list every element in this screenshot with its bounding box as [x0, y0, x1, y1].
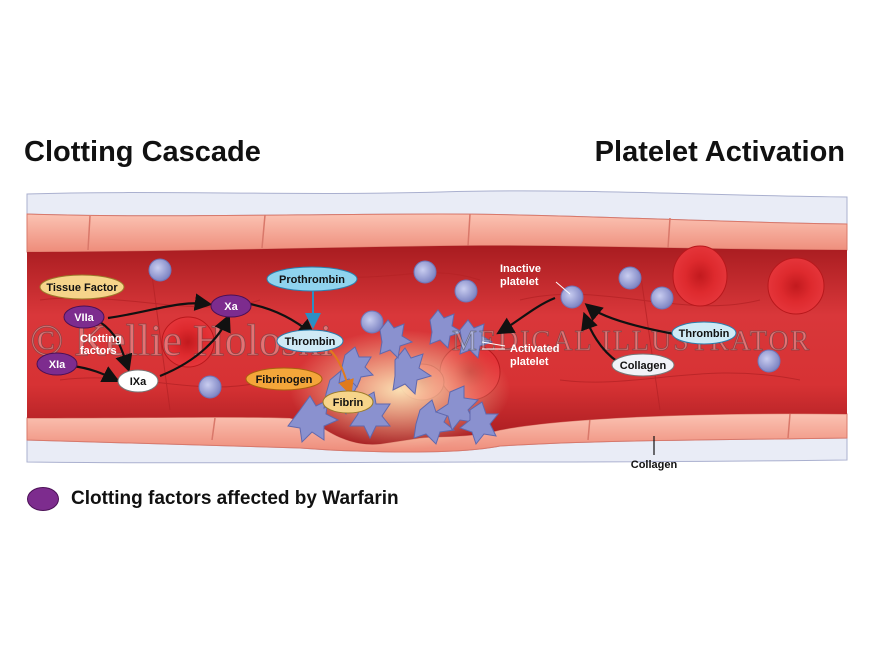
title-clotting-cascade: Clotting Cascade	[24, 136, 261, 168]
watermark-tagline: MEDICAL ILLUSTRATOR	[452, 326, 811, 357]
xia-label: XIa	[49, 359, 66, 371]
viia-label: VIIa	[74, 312, 94, 324]
factor-viia-node: VIIa	[63, 305, 105, 329]
platelet-collagen-node: Collagen	[611, 353, 675, 377]
activated-platelet-label: Activated platelet	[510, 343, 560, 368]
cascade-arrows	[71, 293, 681, 382]
fibrin-node: Fibrin	[322, 390, 374, 414]
wall-cell-borders	[87, 213, 791, 441]
prothrombin-node: Prothrombin	[266, 266, 358, 292]
platelet-thrombin-label: Thrombin	[679, 328, 730, 340]
prothrombin-label: Prothrombin	[279, 274, 345, 286]
factor-xia-node: XIa	[36, 352, 78, 376]
tissue-factor-node: Tissue Factor	[39, 274, 125, 300]
red-blood-cell	[767, 257, 825, 315]
fibrin-label: Fibrin	[333, 397, 364, 409]
ixa-label: IXa	[130, 376, 147, 388]
activated-platelet-line1: Activated	[510, 343, 560, 355]
thrombin-node: Thrombin	[276, 329, 344, 353]
inactive-platelet-line2: platelet	[500, 276, 539, 288]
platelet-collagen-label: Collagen	[620, 360, 667, 372]
pointer-lines	[481, 281, 571, 350]
clotting-factors-line1: Clotting	[80, 333, 122, 345]
fibrinogen-label: Fibrinogen	[256, 374, 313, 386]
red-blood-cell	[672, 245, 728, 307]
inactive-platelet-line1: Inactive	[500, 263, 541, 275]
fibrinogen-node: Fibrinogen	[245, 367, 323, 391]
activated-platelets	[287, 309, 500, 446]
activated-platelet-line2: platelet	[510, 356, 549, 368]
inactive-platelet-label: Inactive platelet	[500, 263, 541, 288]
warfarin-legend-swatch	[27, 487, 59, 511]
legend: Clotting factors affected by Warfarin	[27, 487, 399, 511]
collagen-bottom-label: Collagen	[631, 459, 678, 471]
factor-ixa-node: IXa	[117, 369, 159, 393]
factor-xa-node: Xa	[210, 294, 252, 318]
thrombin-label: Thrombin	[285, 336, 336, 348]
fibrin-arrow	[329, 349, 354, 396]
xa-label: Xa	[224, 301, 238, 313]
tissue-factor-label: Tissue Factor	[46, 282, 118, 294]
clotting-factors-label-group: Clotting factors	[80, 333, 122, 357]
clotting-factors-line2: factors	[80, 345, 117, 357]
warfarin-legend-text: Clotting factors affected by Warfarin	[71, 488, 399, 509]
title-platelet-activation: Platelet Activation	[594, 136, 845, 168]
red-blood-cell	[161, 316, 215, 368]
platelet-thrombin-node: Thrombin	[671, 321, 737, 345]
